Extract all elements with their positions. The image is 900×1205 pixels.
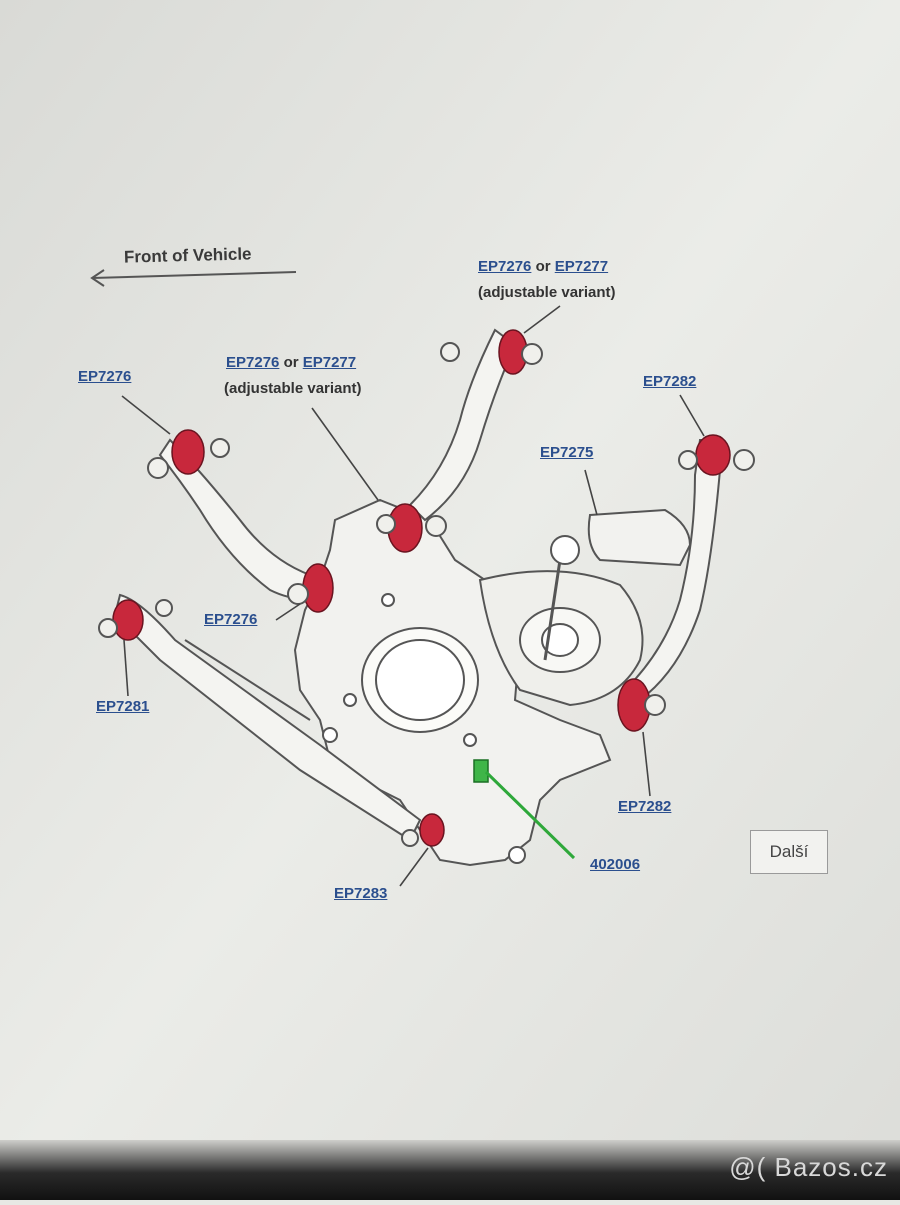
monitor-bezel [0, 1140, 900, 1200]
link-402006[interactable]: 402006 [590, 856, 641, 873]
bushings [112, 329, 731, 847]
bushing-left-lower [302, 563, 334, 613]
adjustable-note-mid: (adjustable variant) [224, 380, 362, 397]
link-ep7283[interactable]: EP7283 [334, 885, 388, 902]
bushing-right-upper [695, 434, 731, 476]
link-ep7276-left-upper[interactable]: EP7276 [78, 368, 132, 385]
front-of-vehicle-label: Front of Vehicle [123, 244, 252, 267]
bushing-bottom [419, 813, 445, 847]
toe-link [543, 508, 692, 661]
link-ep7281[interactable]: EP7281 [96, 698, 150, 715]
link-ep7277-top[interactable]: EP7277 [554, 258, 609, 275]
bushing-lower-left [112, 599, 144, 641]
link-ep7277-mid[interactable]: EP7277 [302, 354, 357, 371]
or-text-top: or [535, 258, 551, 275]
or-text-mid: or [283, 354, 299, 371]
link-ep7282-upper[interactable]: EP7282 [643, 373, 697, 390]
link-ep7275[interactable]: EP7275 [540, 444, 594, 461]
leader-lines [121, 305, 705, 887]
bolts [98, 342, 755, 847]
adjustable-note-top: (adjustable variant) [478, 284, 616, 301]
link-ep7276-top[interactable]: EP7276 [478, 258, 532, 275]
upper-top-link [408, 328, 517, 522]
bushing-left-upper [171, 429, 205, 475]
green-part [473, 759, 576, 860]
front-arrow-icon [90, 269, 297, 287]
label-group-top-right: EP7276 or EP7277 [478, 258, 608, 275]
link-ep7276-mid[interactable]: EP7276 [226, 354, 280, 371]
link-ep7282-lower[interactable]: EP7282 [618, 798, 672, 815]
brake-shield [478, 570, 644, 707]
watermark: @( Bazos.cz [729, 1152, 888, 1182]
knuckle [293, 498, 612, 867]
label-group-mid: EP7276 or EP7277 [226, 354, 356, 371]
next-button[interactable]: Další [750, 830, 828, 874]
link-ep7276-left-lower[interactable]: EP7276 [204, 611, 258, 628]
